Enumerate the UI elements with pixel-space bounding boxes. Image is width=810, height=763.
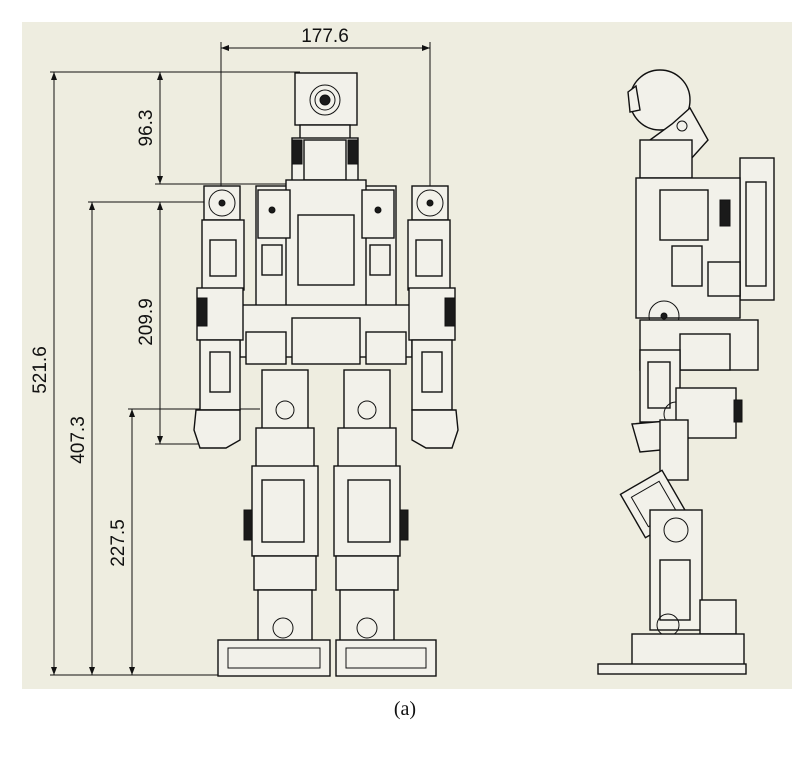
dim-total-height: 521.6: [30, 346, 51, 394]
dim-width-top: 177.6: [301, 26, 349, 47]
dimension-arrows: [51, 45, 430, 675]
dim-shoulder-height: 407.3: [68, 416, 89, 464]
robot-side-view: [597, 69, 775, 675]
figure-caption: (a): [393, 698, 417, 720]
dim-head-height: 96.3: [136, 110, 157, 147]
dim-arm-length: 209.9: [136, 298, 157, 346]
dimension-lines: [50, 42, 431, 676]
robot-front-view: [193, 72, 459, 677]
dim-hip-height: 227.5: [108, 519, 129, 567]
